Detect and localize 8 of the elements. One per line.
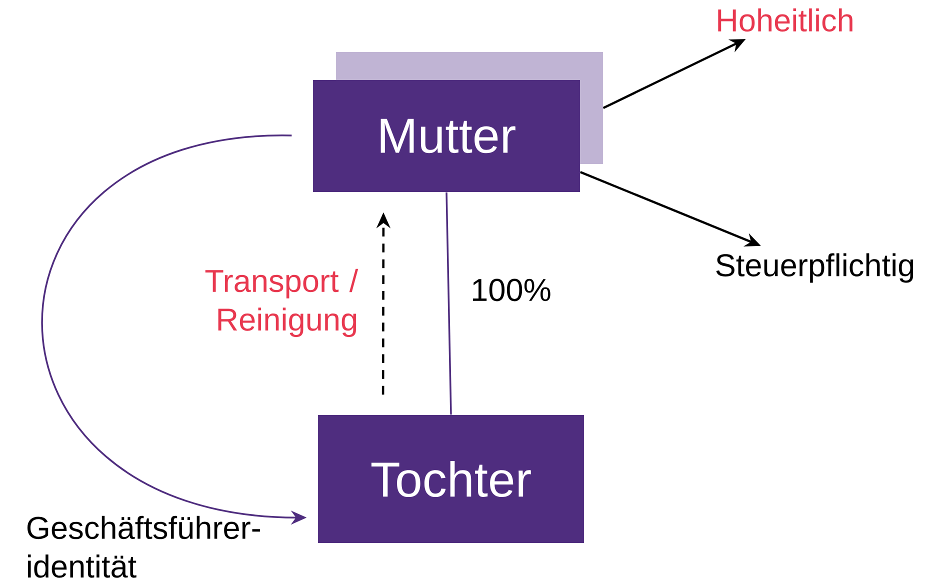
entity-box: Tochter bbox=[318, 415, 584, 543]
output-label: Steuerpflichtig bbox=[716, 253, 914, 283]
connector-line bbox=[446, 192, 452, 415]
output-label: Hoheitlich bbox=[718, 8, 852, 32]
edge-label: Geschäftsführer- identität bbox=[27, 516, 260, 578]
edge-label: Transport / Reinigung bbox=[205, 268, 358, 338]
edge-label: 100% bbox=[472, 278, 550, 302]
entity-box: Mutter bbox=[313, 80, 580, 192]
